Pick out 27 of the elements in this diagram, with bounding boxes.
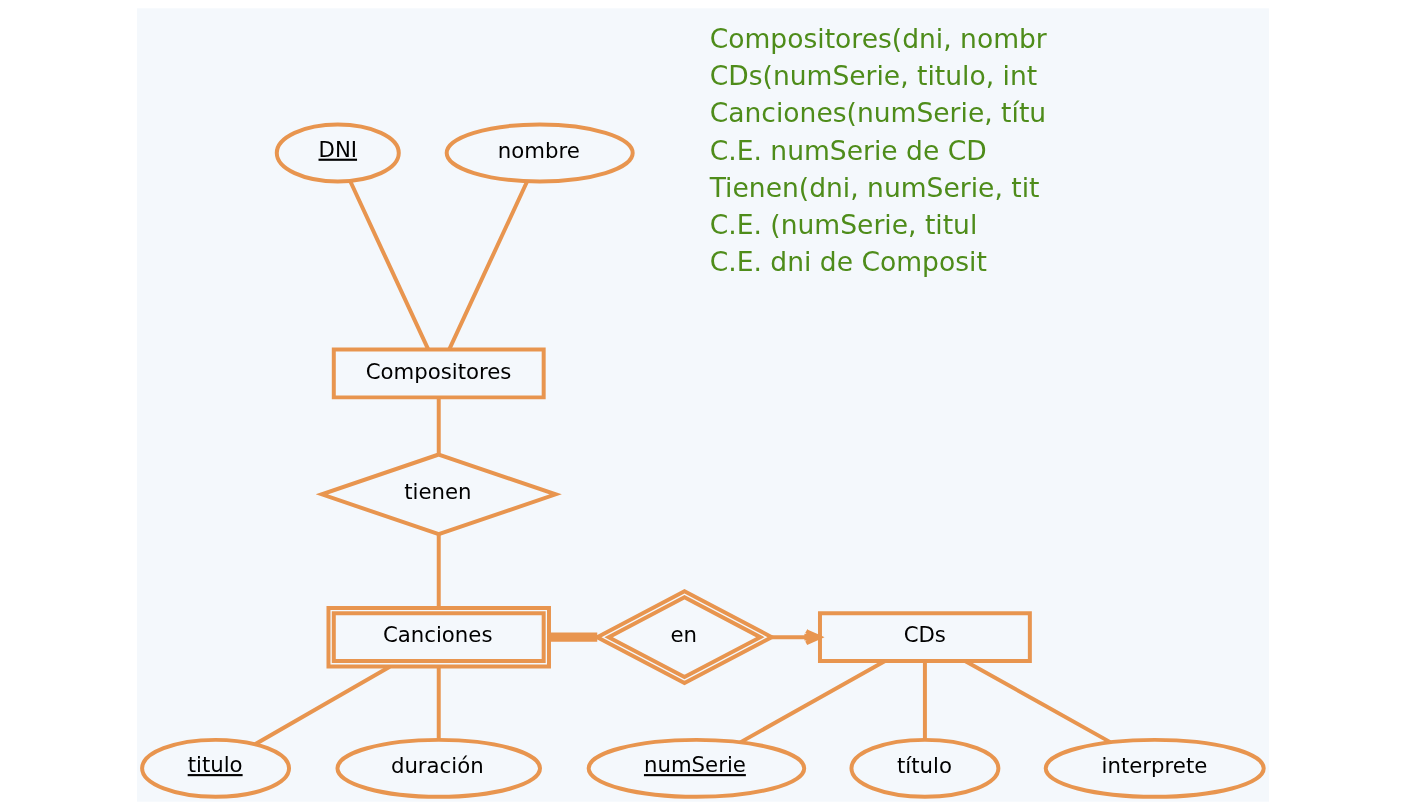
label: C.E. dni de Composit [709,246,987,278]
label: C.E. (numSerie, titul [709,208,978,240]
node-ellipse: interprete [1043,737,1266,799]
node-box: Canciones [326,605,551,669]
connector [436,667,441,740]
connector [549,632,598,642]
connector [922,661,927,740]
label: Compositores(dni, nombr [709,23,1047,55]
node-ellipse: título [849,737,1001,799]
connector [348,180,430,351]
connector [436,397,441,455]
label: C.E. numSerie de CD [709,134,987,166]
node-box: CDs [818,611,1032,664]
node-ellipse: duración [335,737,542,799]
node-ellipse: titulo [140,737,292,799]
arrow [771,629,822,646]
node-ellipse: nombre [444,122,635,184]
node-box: Compositores [331,347,546,400]
connector [447,180,530,351]
node-ellipse: numSerie [586,737,807,799]
node-diamond: tienen [315,452,562,537]
label: CDs(numSerie, titulo, int [709,60,1038,92]
connector [436,534,441,608]
label: Canciones(numSerie, títu [709,97,1047,129]
label: Tienen(dni, numSerie, tit [709,171,1040,203]
node-ellipse: DNI [274,122,401,184]
connector [253,665,391,747]
